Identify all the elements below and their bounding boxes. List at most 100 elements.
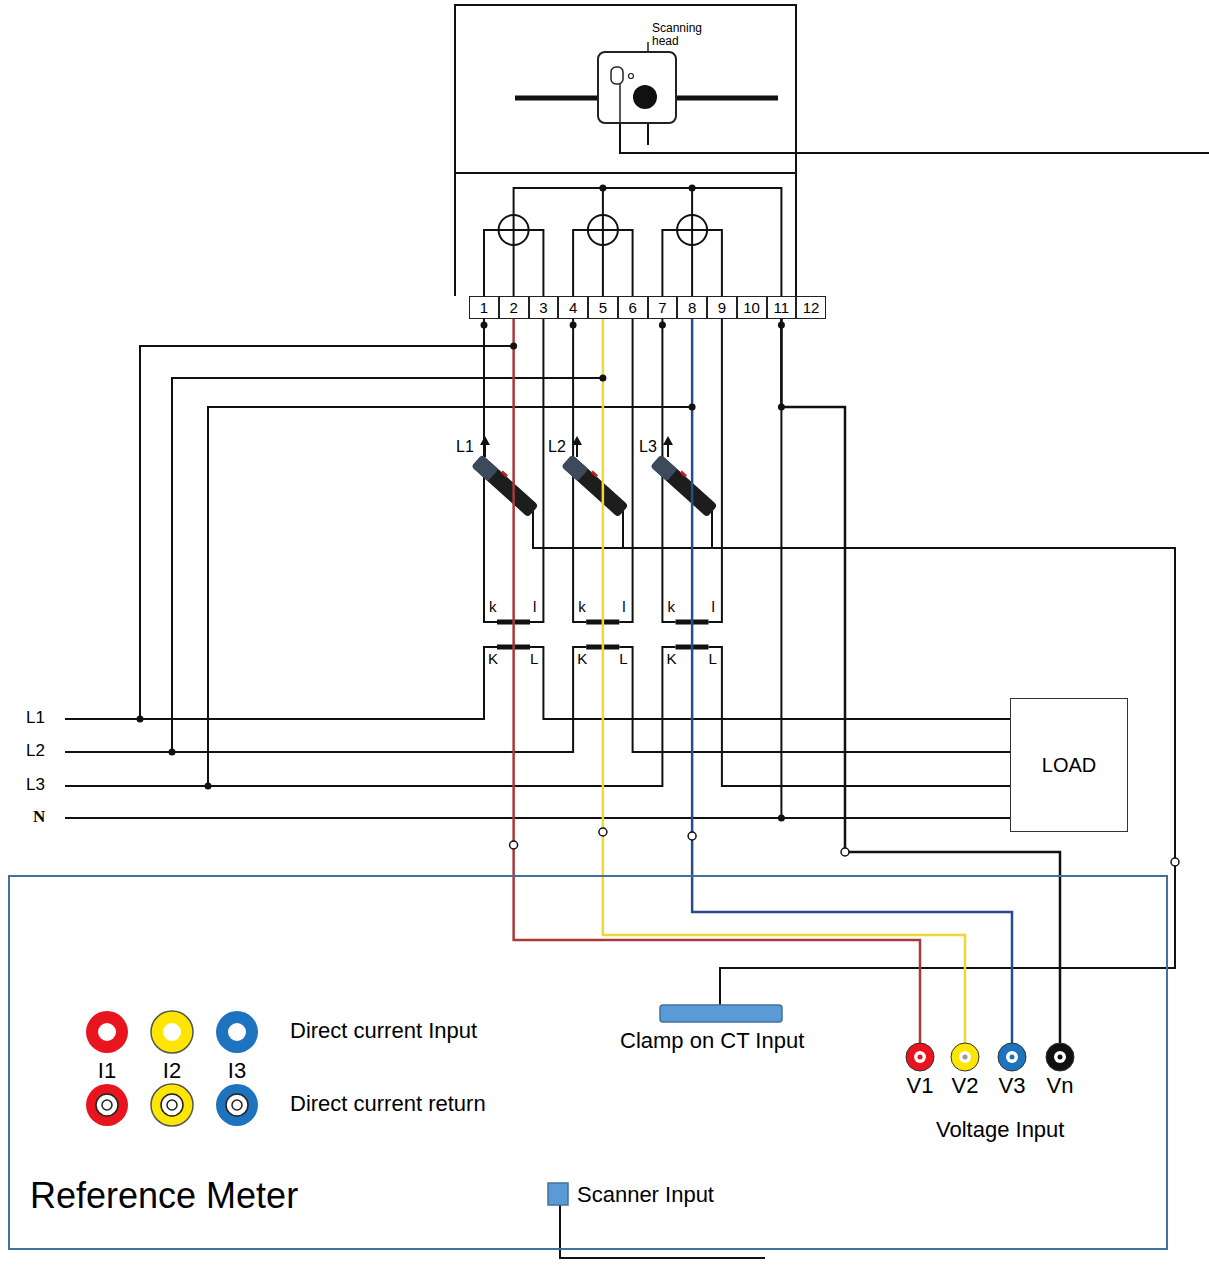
voltage-jack-outline xyxy=(1040,1043,1080,1098)
terminal-label: 5 xyxy=(599,299,607,316)
clamp-cable xyxy=(533,511,1175,1005)
junction-dot xyxy=(778,404,785,411)
voltage-jack: V1 xyxy=(900,1043,940,1098)
direction-arrow xyxy=(480,436,673,445)
scanning-head-outline xyxy=(647,42,649,52)
load-box: LOAD xyxy=(1010,698,1128,832)
current-jack-outline xyxy=(86,1011,128,1053)
voltage-jack: V3 xyxy=(992,1043,1032,1098)
reference-meter-label: Reference Meter xyxy=(30,1175,1186,1216)
clamp-on-ct xyxy=(650,453,719,517)
ct-terminal: k xyxy=(489,599,497,616)
supply-wire xyxy=(65,647,1010,752)
reference-meter: Reference MeterClamp on CT InputScanner … xyxy=(8,875,1168,1250)
return-jack xyxy=(102,1100,112,1110)
phase-name: L3 xyxy=(26,776,45,795)
terminal-label: 4 xyxy=(569,299,577,316)
supply-wire xyxy=(65,647,1010,719)
ct-terminal: K xyxy=(577,651,587,668)
voltage-jack-outline xyxy=(951,1043,979,1071)
voltage-jack-label: Vn xyxy=(1040,1073,1080,1098)
voltage-caption: Voltage Input xyxy=(936,1118,1064,1142)
terminal: 5 xyxy=(588,296,618,319)
test-plug xyxy=(599,828,607,836)
scanning-head-outline xyxy=(598,52,676,123)
current-jack-outline xyxy=(163,1023,181,1041)
test-plug xyxy=(1171,858,1179,866)
terminal: 7 xyxy=(648,296,678,319)
junction-dot xyxy=(599,375,606,382)
junction-dot xyxy=(481,322,488,329)
voltage-jack-outline xyxy=(1006,1051,1018,1063)
junction-dot xyxy=(689,404,696,411)
supply-wire xyxy=(65,319,1010,818)
return-jack xyxy=(167,1100,177,1110)
clamp-phase: L3 xyxy=(639,438,657,456)
return-jack xyxy=(232,1100,242,1110)
clamp-on-ct xyxy=(561,455,588,482)
terminal-label: 3 xyxy=(539,299,547,316)
ct-terminal: l xyxy=(622,599,625,616)
ct-terminal: l xyxy=(533,599,536,616)
voltage-jack: V2 xyxy=(945,1043,985,1098)
return-jack xyxy=(86,1084,128,1126)
voltage-jack-label: V1 xyxy=(900,1073,940,1098)
clamp-on-ct xyxy=(501,471,508,478)
meter-housing xyxy=(455,5,796,296)
wiring-art xyxy=(65,5,1209,1258)
scanning-head-outline xyxy=(629,74,634,79)
clamp-cable xyxy=(533,511,1175,1005)
junction-dot xyxy=(659,322,666,329)
clamp-ct-input-outline xyxy=(615,1003,850,1058)
neutral-name: N xyxy=(33,808,45,827)
terminal-label: 10 xyxy=(743,299,760,316)
scanner-input-outline xyxy=(548,1183,568,1205)
ct-terminal: k xyxy=(668,599,676,616)
voltage-jack-outline xyxy=(1046,1043,1074,1071)
voltage-jack-outline xyxy=(992,1043,1032,1098)
current-jack-label: I2 xyxy=(144,1058,200,1083)
meter-housing xyxy=(455,173,796,296)
current-jack-caption: Direct current return xyxy=(290,1092,486,1116)
clamp-on-ct xyxy=(561,453,630,517)
scanner-cable xyxy=(560,1205,765,1258)
scanning-head: Scanning head xyxy=(597,22,679,125)
clamp-on-ct xyxy=(471,455,538,518)
voltage-jack-outline xyxy=(1054,1051,1066,1063)
test-plug xyxy=(510,841,518,849)
voltage-jack-outline xyxy=(906,1043,934,1071)
current-jack: I1 xyxy=(79,1011,135,1083)
ct-terminal: K xyxy=(667,651,677,668)
terminal-label: 9 xyxy=(718,299,726,316)
current-jack-outline xyxy=(144,1011,200,1083)
voltage-jack-outline xyxy=(900,1043,940,1098)
phase-name: L1 xyxy=(26,709,45,728)
return-jack xyxy=(216,1084,258,1126)
junction-dot xyxy=(570,322,577,329)
scanning-head-label: Scanning head xyxy=(652,22,714,48)
voltage-jack-outline xyxy=(959,1051,971,1063)
wire-connector xyxy=(692,319,1012,1043)
clamp-cable xyxy=(623,511,712,548)
terminal: 3 xyxy=(529,296,559,319)
scanning-head-outline xyxy=(597,22,679,125)
return-jack xyxy=(226,1094,248,1116)
direction-arrow xyxy=(480,436,673,457)
terminal-label: 6 xyxy=(628,299,636,316)
voltage-jack-outline xyxy=(914,1051,926,1063)
ct-terminal: L xyxy=(709,651,717,668)
terminal-label: 8 xyxy=(688,299,696,316)
current-jack-outline xyxy=(209,1011,265,1083)
voltage-jack-outline xyxy=(1010,1055,1015,1060)
clamp-on-ct xyxy=(471,453,719,517)
current-jack-outline xyxy=(228,1023,246,1041)
phase-name: L2 xyxy=(26,742,45,761)
clamp-phase: L2 xyxy=(548,438,566,456)
clamp-on-ct xyxy=(471,453,540,517)
junction-dot xyxy=(689,185,696,192)
terminal: 12 xyxy=(796,296,826,319)
voltage-jack: Vn xyxy=(1040,1043,1080,1098)
